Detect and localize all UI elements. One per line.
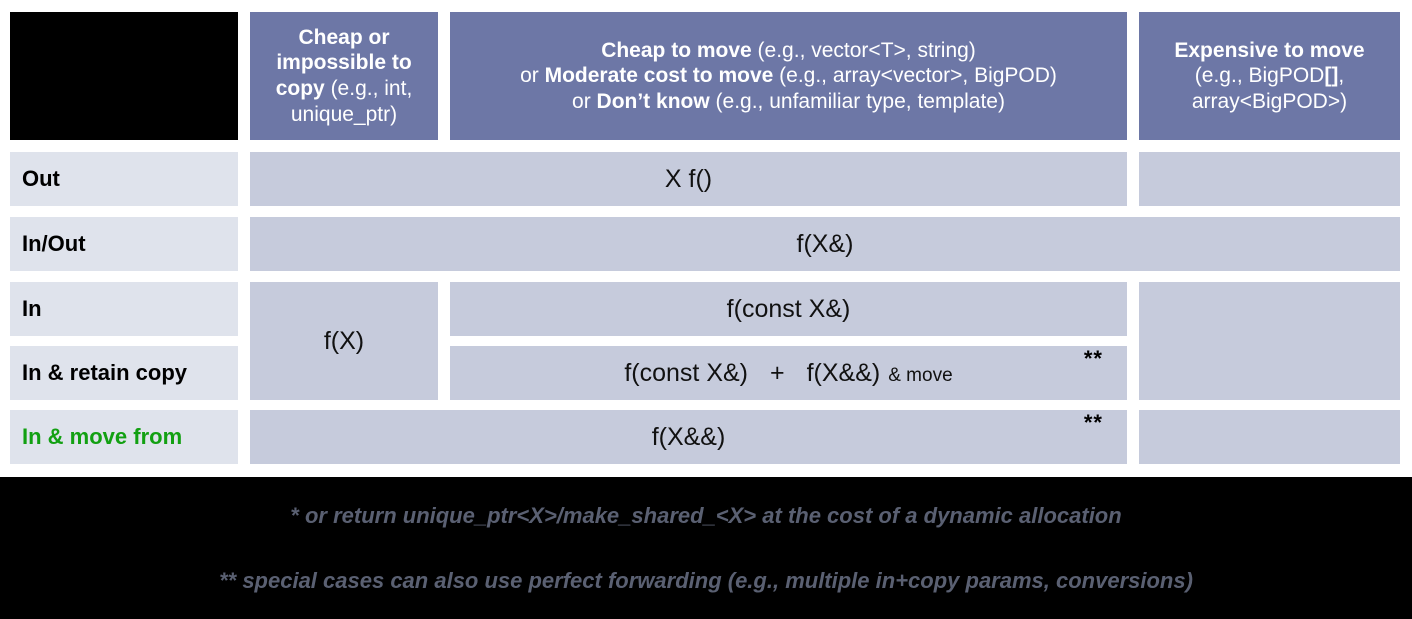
cell-text-rvalue-ref: f(X&&): [806, 358, 881, 387]
cell-text-and-move: & move: [888, 364, 953, 386]
cell-in-cheap-f-x: f(X): [250, 282, 438, 400]
row-label-in-and-retain-copy: In & retain copy: [10, 346, 238, 400]
cell-text: X f(): [664, 164, 713, 193]
row-label-text: In/Out: [22, 231, 86, 256]
cell-text: f(X): [323, 326, 365, 355]
column-header-text: Cheap to move (e.g., vector<T>, string)o…: [520, 38, 1057, 113]
cell-overload-group: f(const X&) + f(X&&) & move: [624, 359, 952, 388]
cell-text-plus: +: [770, 358, 785, 387]
cell-in-f-const-xref: f(const X&): [450, 282, 1127, 336]
column-header-text: Expensive to move(e.g., BigPOD[],array<B…: [1174, 38, 1365, 113]
cell-expensive-move-from-empty: [1139, 410, 1400, 464]
row-label-out: Out: [10, 152, 238, 206]
footnote-double-asterisk: ** special cases can also use perfect fo…: [219, 568, 1193, 593]
cell-inout-f-xref: f(X&): [250, 217, 1400, 271]
row-label-in: In: [10, 282, 238, 336]
cell-expensive-in-retain-empty: [1139, 282, 1400, 400]
cell-retain-copy-overloads: f(const X&) + f(X&&) & move **: [450, 346, 1127, 400]
cell-move-from-f-rvalue: f(X&&) **: [250, 410, 1127, 464]
cell-text: f(X&&): [651, 422, 726, 451]
row-label-text: In & move from: [22, 424, 183, 449]
row-label-text: Out: [22, 166, 60, 191]
footnote-single-asterisk: * or return unique_ptr<X>/make_shared_<X…: [290, 503, 1122, 528]
cell-out-x-f: X f(): [250, 152, 1127, 206]
cell-text: f(X&): [796, 229, 854, 258]
column-header-expensive-to-move: Expensive to move(e.g., BigPOD[],array<B…: [1139, 12, 1400, 140]
footnote-marker-double-asterisk: **: [1083, 410, 1103, 435]
footnotes-area: * or return unique_ptr<X>/make_shared_<X…: [0, 477, 1412, 619]
row-label-in-out: In/Out: [10, 217, 238, 271]
row-label-text: In: [22, 296, 42, 321]
row-label-in-and-move-from: In & move from: [10, 410, 238, 464]
footnote-marker-double-asterisk: **: [1083, 346, 1103, 371]
cell-out-expensive-empty: [1139, 152, 1400, 206]
cell-text: f(const X&): [726, 294, 851, 323]
row-label-text: In & retain copy: [22, 360, 188, 385]
table-corner-cell: [10, 12, 238, 140]
column-header-cheap-moderate-dont-know: Cheap to move (e.g., vector<T>, string)o…: [450, 12, 1127, 140]
cell-text-const-ref: f(const X&): [624, 358, 748, 387]
